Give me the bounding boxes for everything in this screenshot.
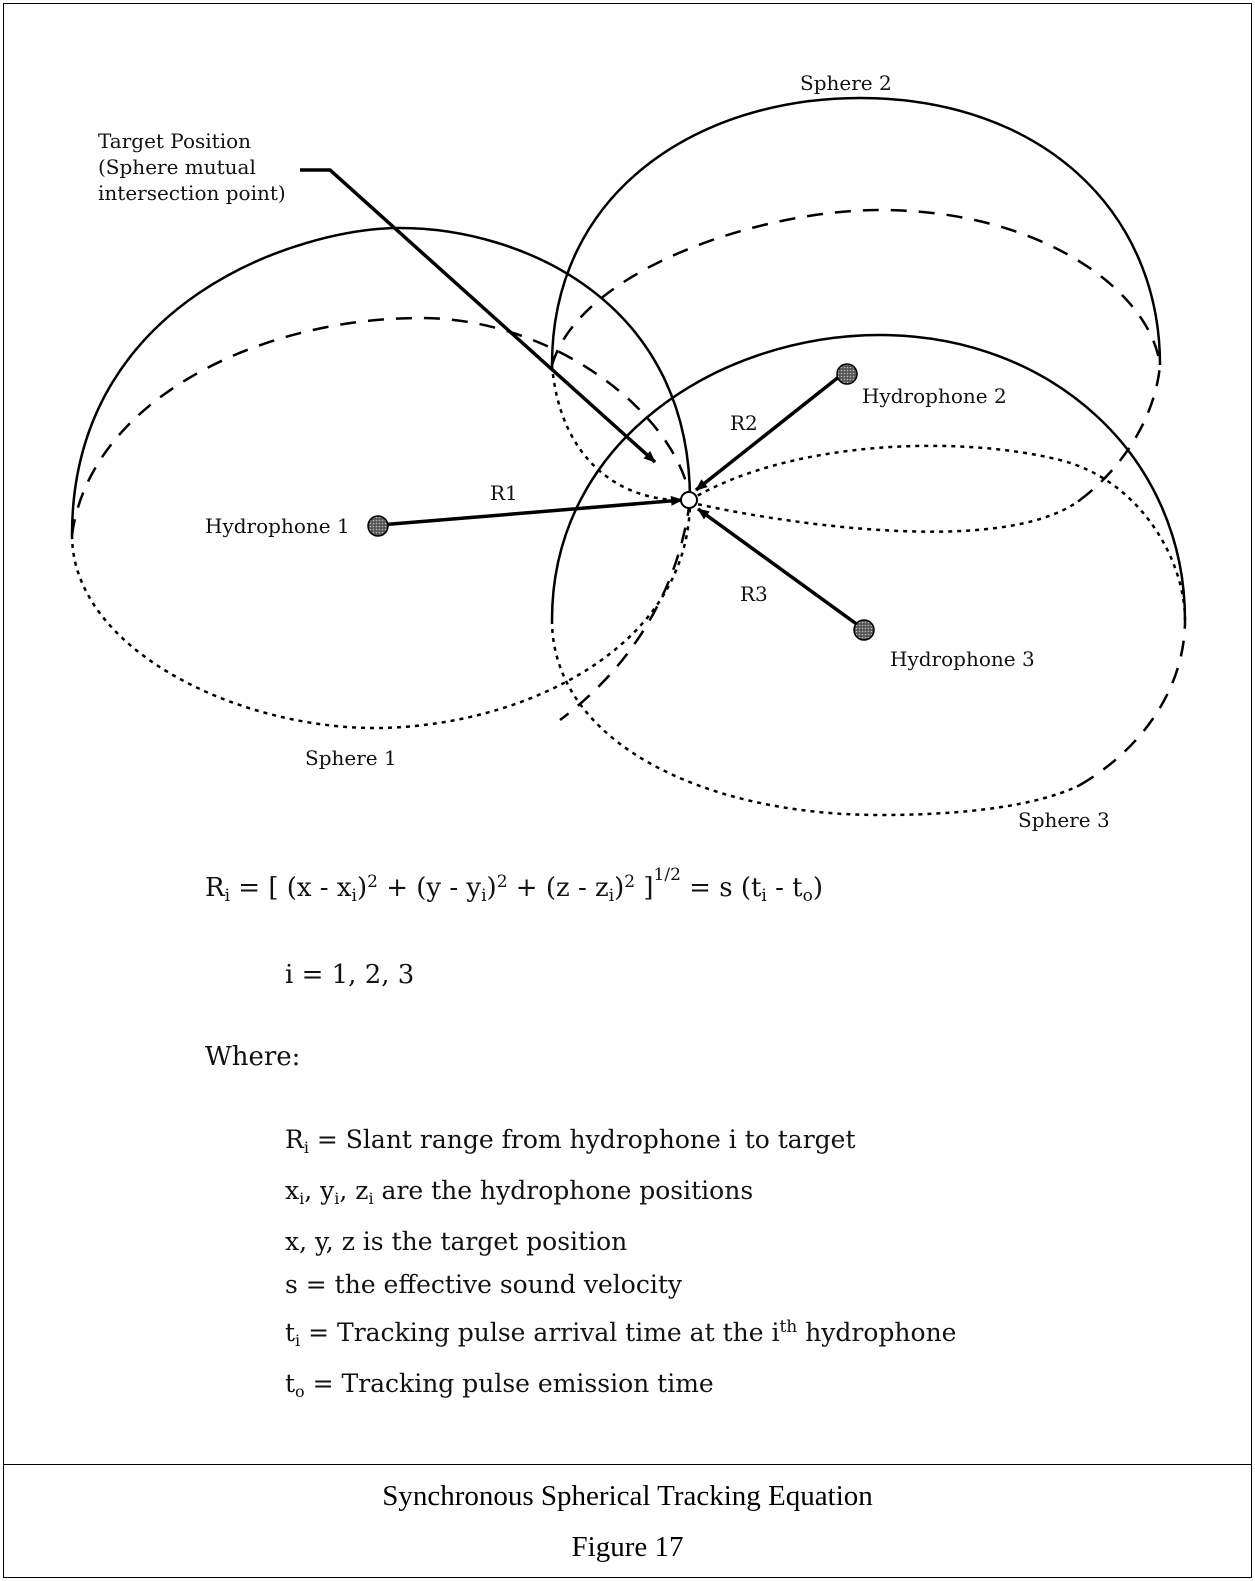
definition-r: Ri = Slant range from hydrophone i to ta…	[285, 1125, 856, 1157]
sphere-2	[550, 96, 1162, 533]
sphere-3-dome	[550, 333, 1187, 621]
r1-label: R1	[490, 481, 518, 505]
hydrophone-2-label: Hydrophone 2	[862, 384, 1007, 408]
sphere-1-back-rim	[70, 316, 692, 536]
sphere-1-dome	[70, 226, 692, 536]
caption-divider	[3, 1464, 1252, 1465]
definition-sound-velocity: s = the effective sound velocity	[285, 1270, 682, 1299]
definitions-list: Ri = Slant range from hydrophone i to ta…	[285, 1118, 956, 1413]
target-label-line3: intersection point)	[98, 181, 286, 205]
sphere-2-front-dots	[550, 364, 1081, 533]
hydrophone-2-dot	[836, 363, 858, 385]
caption-title: Synchronous Spherical Tracking Equation	[382, 1480, 873, 1512]
sphere-3	[550, 333, 1187, 817]
sphere-2-front-dash	[1079, 364, 1162, 501]
definition-target-position: x, y, z is the target position	[285, 1227, 628, 1256]
sphere-3-label: Sphere 3	[1018, 808, 1110, 832]
hydrophone-1-dot	[367, 515, 389, 537]
definition-hydrophone-positions: xi, yi, zi are the hydrophone positions	[285, 1176, 754, 1208]
tracking-equation: Ri = [ (x - xi)2 + (y - yi)2 + (z - zi)2…	[205, 865, 824, 906]
definition-emission-time: to = Tracking pulse emission time	[285, 1369, 714, 1401]
sphere-3-back-rim	[689, 444, 1187, 621]
target-leader-line	[300, 168, 657, 464]
index-range: i = 1, 2, 3	[285, 960, 415, 990]
r1-vector	[379, 495, 683, 527]
sphere-1	[70, 226, 692, 730]
hydrophone-3-dot	[853, 619, 875, 641]
definition-arrival-time: ti = Tracking pulse arrival time at the …	[285, 1317, 957, 1350]
caption-figure-number: Figure 17	[571, 1531, 684, 1563]
sphere-3-front-dash	[1079, 619, 1187, 787]
half-exponent: 1/2	[653, 865, 681, 885]
where-label: Where:	[205, 1042, 301, 1072]
sphere-1-front-rim	[70, 499, 692, 730]
hydrophone-1-label: Hydrophone 1	[205, 514, 350, 538]
r2-vector	[694, 370, 847, 492]
figure-frame	[3, 3, 1252, 1578]
sphere-1-label: Sphere 1	[305, 746, 397, 770]
sphere-2-dome	[550, 96, 1162, 366]
r3-vector	[696, 507, 864, 630]
r2-label: R2	[730, 411, 758, 435]
target-label-line2: (Sphere mutual	[98, 155, 256, 179]
r3-label: R3	[740, 582, 768, 606]
target-label-line1: Target Position	[98, 129, 251, 153]
hydrophone-3-label: Hydrophone 3	[890, 647, 1035, 671]
target-point	[680, 491, 698, 509]
sphere-2-label: Sphere 2	[800, 71, 892, 95]
sphere-3-front-rim	[550, 619, 1081, 817]
sphere-3-left-dash	[559, 499, 692, 721]
